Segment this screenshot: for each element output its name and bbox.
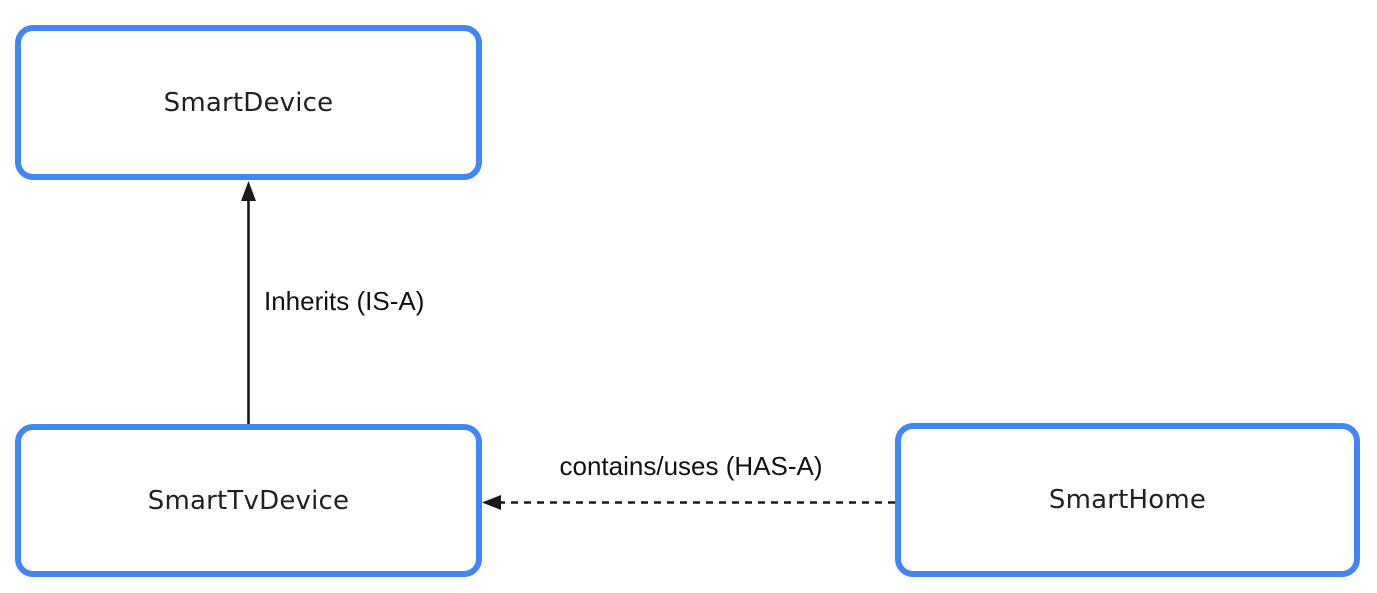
inheritance-edge-label: Inherits (IS-A) bbox=[264, 286, 425, 316]
inheritance-arrow bbox=[241, 181, 256, 424]
composition-edge-label: contains/uses (HAS-A) bbox=[559, 451, 823, 481]
node-smart-device: SmartDevice bbox=[15, 25, 482, 180]
node-smart-home: SmartHome bbox=[895, 423, 1360, 577]
node-smart-device-label: SmartDevice bbox=[163, 87, 334, 118]
composition-arrow bbox=[482, 495, 895, 510]
node-smart-home-label: SmartHome bbox=[1048, 485, 1207, 515]
node-smart-tv-device: SmartTvDevice bbox=[15, 424, 482, 577]
node-smart-tv-device-label: SmartTvDevice bbox=[147, 485, 350, 516]
